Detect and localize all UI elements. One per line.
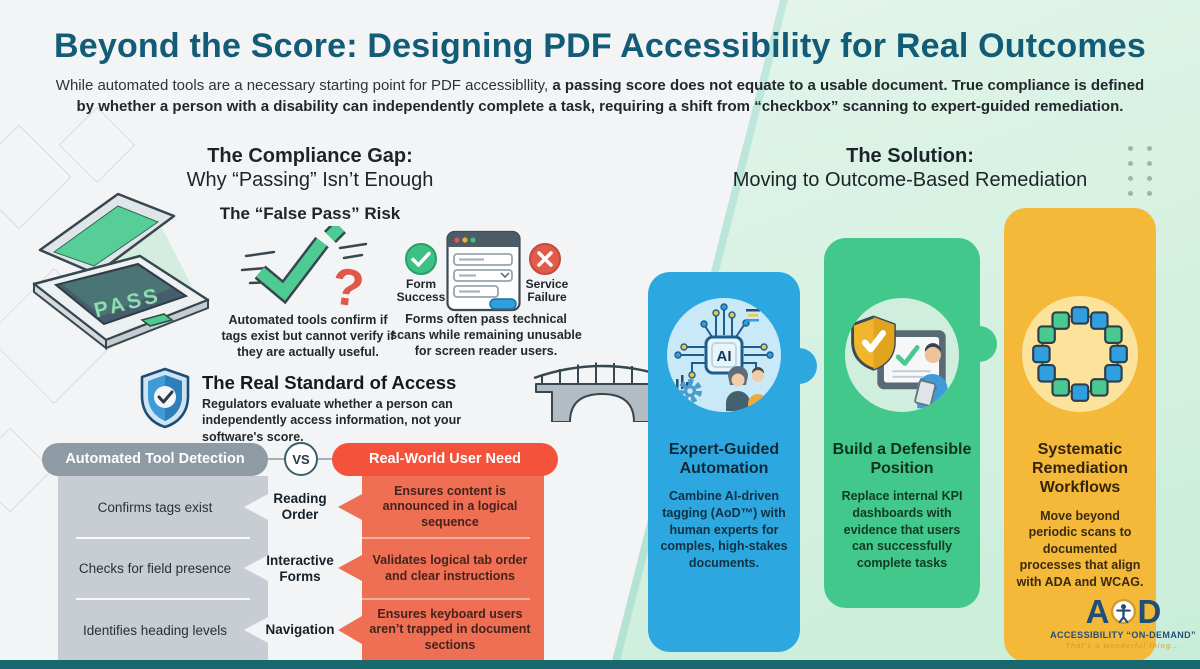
table-cell-right-2: Validates logical tab order and clear in… xyxy=(372,552,528,583)
vs-connector-right xyxy=(316,458,334,460)
real-standard-title: The Real Standard of Access xyxy=(202,372,457,393)
logo-tagline: That's a wonderful thing... xyxy=(1065,641,1181,650)
footer-bar xyxy=(0,660,1200,669)
table-cell-mid-2: Interactive Forms xyxy=(266,552,334,584)
card-title: Expert-Guided Automation xyxy=(668,441,780,478)
row-separator xyxy=(76,598,250,600)
solution-heading: The Solution: Moving to Outcome-Based Re… xyxy=(690,144,1130,192)
hexagon-decor xyxy=(0,427,53,513)
row-separator xyxy=(358,598,530,600)
card-title: Build a Defensible Position xyxy=(832,441,972,478)
compliance-gap-heading: The Compliance Gap: Why “Passing” Isn’t … xyxy=(120,144,500,192)
puzzle-tab xyxy=(781,348,817,384)
forms-scan-text: Forms often pass technical scans while r… xyxy=(390,312,582,358)
solution-heading-line1: The Solution: xyxy=(846,145,974,167)
row-separator xyxy=(358,537,530,539)
table-cell-right-3: Ensures keyboard users aren’t trapped in… xyxy=(369,606,531,652)
card-title: Systematic Remediation Workflows xyxy=(1031,441,1128,497)
table-cell-left-2: Checks for field presence xyxy=(78,561,232,576)
row-separator xyxy=(76,537,250,539)
service-failure-icon xyxy=(529,243,561,275)
table-cell-mid-3: Navigation xyxy=(265,622,335,638)
vs-connector-left xyxy=(266,458,286,460)
card-text: Cambine AI-driven tagging (AoD™) with hu… xyxy=(660,489,788,570)
real-standard-text: Regulators evaluate whether a person can… xyxy=(202,397,462,444)
vs-badge: VS xyxy=(284,442,318,476)
scanner-illustration: PASS xyxy=(32,192,210,350)
form-window-icon xyxy=(446,230,521,312)
accessibility-person-icon xyxy=(1110,598,1136,625)
compliance-gap-heading-line2: Why “Passing” Isn’t Enough xyxy=(186,169,434,191)
logo-letter-d: D xyxy=(1137,593,1162,630)
subtitle-bold: a passing score does not equate to a usa… xyxy=(76,77,1145,115)
logo-wordmark: ACCESSIBILITY “ON-DEMAND” xyxy=(1050,630,1196,640)
page-subtitle: While automated tools are a necessary st… xyxy=(50,76,1150,117)
automated-tool-column xyxy=(58,476,268,662)
page-title: Beyond the Score: Designing PDF Accessib… xyxy=(53,27,1147,65)
card-build-defensible-position: Build a Defensible Position Replace inte… xyxy=(824,238,997,608)
table-cell-left-1: Confirms tags exist xyxy=(97,499,213,515)
svg-text:?: ? xyxy=(328,257,368,311)
shield-check-icon xyxy=(140,367,190,429)
table-cell-mid-1: Reading Order xyxy=(273,491,327,522)
real-world-user-need-header: Real-World User Need xyxy=(332,443,558,476)
automated-tools-text: Automated tools confirm if tags exist bu… xyxy=(221,313,395,359)
real-world-column xyxy=(338,476,544,662)
false-pass-risk-title: The “False Pass” Risk xyxy=(219,204,401,223)
compliance-gap-heading-line1: The Compliance Gap: xyxy=(207,145,413,167)
workflow-ring-icon xyxy=(1022,296,1138,412)
card-systematic-remediation-workflows: Systematic Remediation Workflows Move be… xyxy=(1004,208,1156,662)
dot-grid-decor xyxy=(1128,146,1152,196)
aod-logo: A D ACCESSIBILITY “ON-DEMAND” That's a w… xyxy=(1048,595,1198,650)
card-text: Replace internal KPI dashboards with evi… xyxy=(841,489,963,570)
check-question-icon: ? xyxy=(240,226,368,311)
form-success-label: Form Success xyxy=(396,277,446,305)
service-failure-label: Service Failure xyxy=(525,277,569,305)
subtitle-regular: While automated tools are a necessary st… xyxy=(55,77,549,94)
automated-tool-detection-header: Automated Tool Detection xyxy=(42,443,268,476)
card-expert-guided-automation: AI Expert-Guided Automation Cambine AI-d… xyxy=(648,272,817,652)
aod-logo-row: A D xyxy=(1085,593,1162,630)
solution-heading-line2: Moving to Outcome-Based Remediation xyxy=(732,169,1088,191)
table-cell-left-3: Identifies heading levels xyxy=(82,622,228,638)
shield-certificate-icon xyxy=(845,298,959,412)
card-text: Move beyond periodic scans to documented… xyxy=(1016,508,1144,590)
ai-chip-icon: AI xyxy=(667,298,781,412)
logo-letter-a: A xyxy=(1085,593,1110,630)
ai-chip-label: AI xyxy=(717,348,732,365)
table-cell-right-1: Ensures content is announced in a logica… xyxy=(382,483,518,529)
puzzle-tab xyxy=(961,326,997,362)
form-success-icon xyxy=(405,243,437,275)
